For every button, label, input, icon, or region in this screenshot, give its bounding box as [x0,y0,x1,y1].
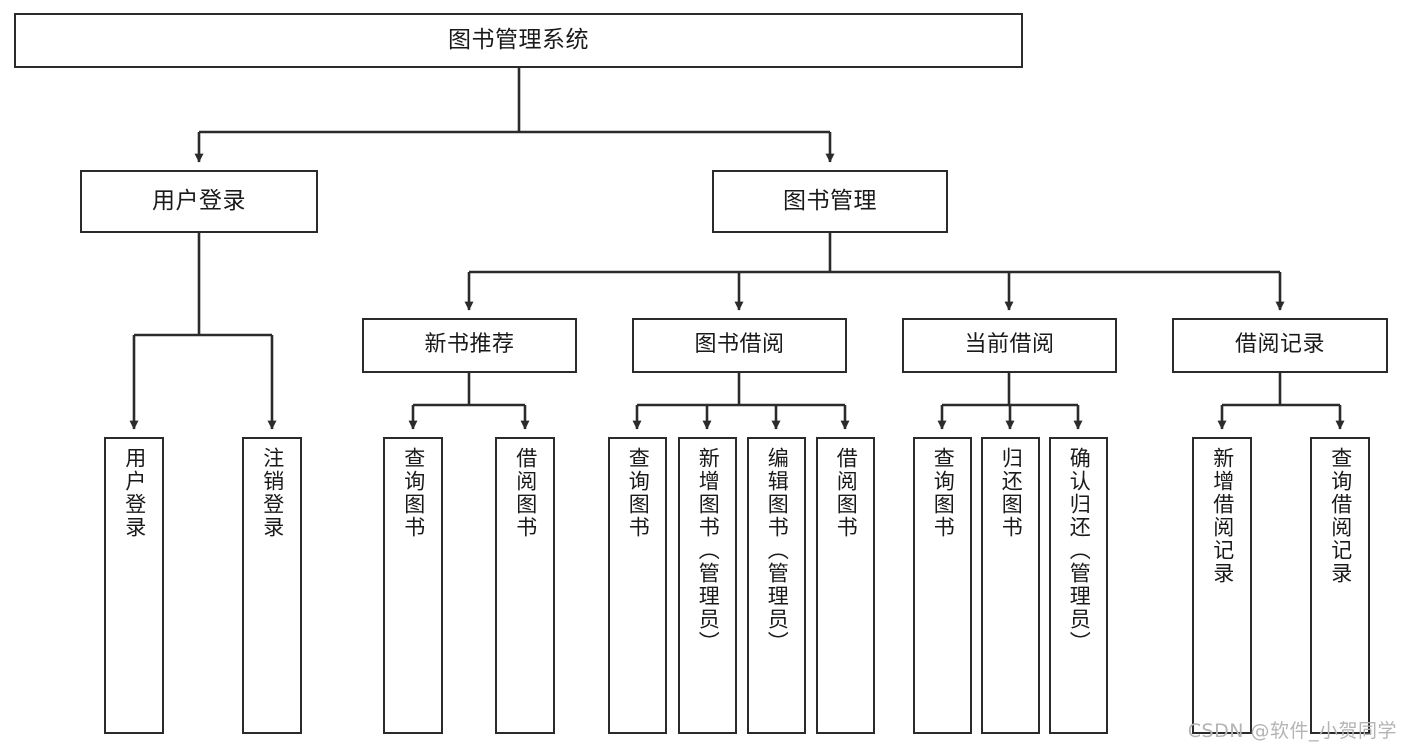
node-label: 查询借阅记录 [1328,447,1353,585]
node-leaf-user-login[interactable]: 用户登录 [104,437,164,734]
node-leaf-edit-book-admin[interactable]: 编辑图书（管理员） [747,437,806,734]
node-leaf-add-borrow-record[interactable]: 新增借阅记录 [1192,437,1252,734]
node-label: 查询图书 [626,447,651,539]
node-label: 借阅记录 [1234,332,1325,358]
node-leaf-query-book[interactable]: 查询图书 [608,437,667,734]
node-leaf-query-book-newbook[interactable]: 查询图书 [383,437,443,734]
node-label: 归还图书 [999,447,1024,539]
node-leaf-add-book-admin[interactable]: 新增图书（管理员） [678,437,737,734]
node-label: 确认归还（管理员） [1067,447,1092,654]
node-borrow-record[interactable]: 借阅记录 [1172,318,1388,373]
node-label: 用户登录 [152,187,246,214]
node-root-system[interactable]: 图书管理系统 [14,13,1023,68]
node-leaf-return-book[interactable]: 归还图书 [981,437,1040,734]
node-leaf-borrow-book-newbook[interactable]: 借阅图书 [495,437,555,734]
node-label: 新增借阅记录 [1210,447,1235,585]
node-label: 编辑图书（管理员） [765,447,790,654]
node-current-borrow[interactable]: 当前借阅 [902,318,1117,373]
node-new-book-recommend[interactable]: 新书推荐 [362,318,577,373]
node-book-management[interactable]: 图书管理 [712,170,948,233]
node-leaf-confirm-return-admin[interactable]: 确认归还（管理员） [1049,437,1108,734]
node-label: 查询图书 [931,447,956,539]
node-leaf-borrow-book[interactable]: 借阅图书 [816,437,875,734]
node-label: 图书借阅 [694,332,785,358]
node-label: 新增图书（管理员） [696,447,721,654]
node-label: 用户登录 [122,447,147,539]
node-label: 图书管理 [783,187,877,214]
node-leaf-logout[interactable]: 注销登录 [242,437,302,734]
node-label: 注销登录 [260,447,285,539]
node-label: 借阅图书 [834,447,859,539]
node-book-borrow[interactable]: 图书借阅 [632,318,847,373]
node-label: 图书管理系统 [448,26,589,53]
node-leaf-query-borrow-record[interactable]: 查询借阅记录 [1310,437,1370,734]
node-label: 当前借阅 [964,332,1055,358]
node-label: 查询图书 [401,447,426,539]
node-label: 新书推荐 [424,332,515,358]
node-label: 借阅图书 [513,447,538,539]
watermark-text: CSDN @软件_小贺同学 [1187,720,1397,742]
node-leaf-query-book-current[interactable]: 查询图书 [913,437,972,734]
node-user-login[interactable]: 用户登录 [80,170,318,233]
